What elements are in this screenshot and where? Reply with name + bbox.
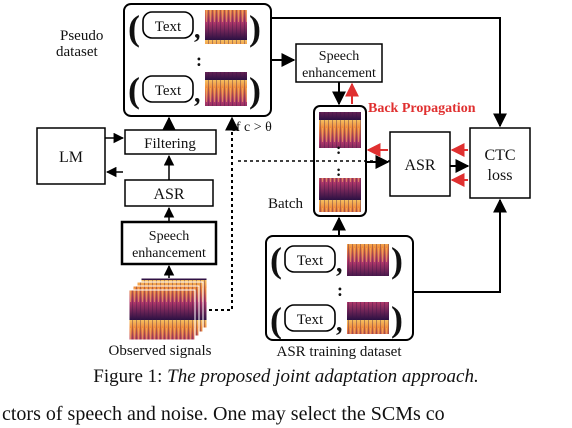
ctc-loss-box <box>469 127 531 199</box>
pseudo-dataset-label-line2: dataset <box>56 44 98 60</box>
filtering-box <box>124 129 217 155</box>
ctc-loss-line1: CTC <box>484 147 515 164</box>
body-text-fragment: ctors of speech and noise. One may selec… <box>2 403 445 425</box>
speech-enhancement-left-box <box>120 220 218 266</box>
pseudo-spectrogram-2 <box>205 72 247 106</box>
asr-right-label: ASR <box>404 157 435 174</box>
train-text-token-2 <box>284 304 336 332</box>
pseudo-comma-1: , <box>194 15 201 44</box>
train-spectrogram-2 <box>347 302 389 334</box>
lm-box <box>36 127 106 185</box>
train-open-paren-1: ( <box>270 240 282 280</box>
train-comma-1: , <box>336 249 343 278</box>
train-vdots: : <box>337 280 343 300</box>
arrow-training-to-ctc <box>413 198 507 293</box>
train-text-label-1: Text <box>297 253 324 269</box>
pseudo-dataset-label-line1: Pseudo <box>60 28 103 44</box>
train-close-paren-2: ) <box>391 299 403 339</box>
pseudo-close-paren-1: ) <box>249 8 261 48</box>
batch-spectrogram-2 <box>319 178 361 212</box>
arrow-pseudo-to-ctc <box>271 17 507 128</box>
batch-vdots-2: : <box>336 163 341 180</box>
pseudo-open-paren-2: ( <box>128 70 140 110</box>
speech-enhancement-left-line1: Speech <box>149 229 189 244</box>
pseudo-text-token-2 <box>142 75 194 103</box>
speech-enhancement-top-line2: enhancement <box>302 66 376 81</box>
filtering-label: Filtering <box>144 136 196 152</box>
dotted-observed-to-pseudo <box>209 116 239 311</box>
batch-label: Batch <box>268 196 303 212</box>
speech-enhancement-top-line1: Speech <box>319 49 359 64</box>
condition-label: if c > θ <box>232 120 272 135</box>
pseudo-close-paren-2: ) <box>249 70 261 110</box>
pseudo-text-token-1 <box>142 11 194 39</box>
caption-title: The proposed joint adaptation approach. <box>167 366 479 387</box>
lm-label: LM <box>59 149 83 166</box>
train-text-label-2: Text <box>297 312 324 328</box>
pseudo-comma-2: , <box>194 79 201 108</box>
batch-vdots: : <box>336 141 341 158</box>
speech-enhancement-left-line2: enhancement <box>132 246 206 261</box>
pseudo-text-label-1: Text <box>155 19 182 35</box>
train-text-token-1 <box>284 245 336 273</box>
caption-prefix: Figure 1: <box>93 366 168 387</box>
asr-left-label: ASR <box>153 186 184 203</box>
pseudo-vdots: : <box>196 50 202 70</box>
ctc-loss-line2: loss <box>488 167 513 184</box>
observed-signals-label: Observed signals <box>109 343 212 359</box>
pseudo-text-label-2: Text <box>155 83 182 99</box>
asr-right-box <box>389 131 451 197</box>
train-close-paren-1: ) <box>391 240 403 280</box>
train-open-paren-2: ( <box>270 300 282 340</box>
back-propagation-label: Back Propagation <box>368 101 476 116</box>
pseudo-open-paren-1: ( <box>128 8 140 48</box>
asr-training-dataset-label: ASR training dataset <box>277 344 403 360</box>
batch-spectrogram-1 <box>319 112 361 148</box>
pseudo-spectrogram-1 <box>205 10 247 44</box>
train-comma-2: , <box>336 308 343 337</box>
observed-signal-1 <box>128 289 196 341</box>
figure-caption: Figure 1: The proposed joint adaptation … <box>0 366 572 388</box>
train-spectrogram-1 <box>347 244 389 276</box>
